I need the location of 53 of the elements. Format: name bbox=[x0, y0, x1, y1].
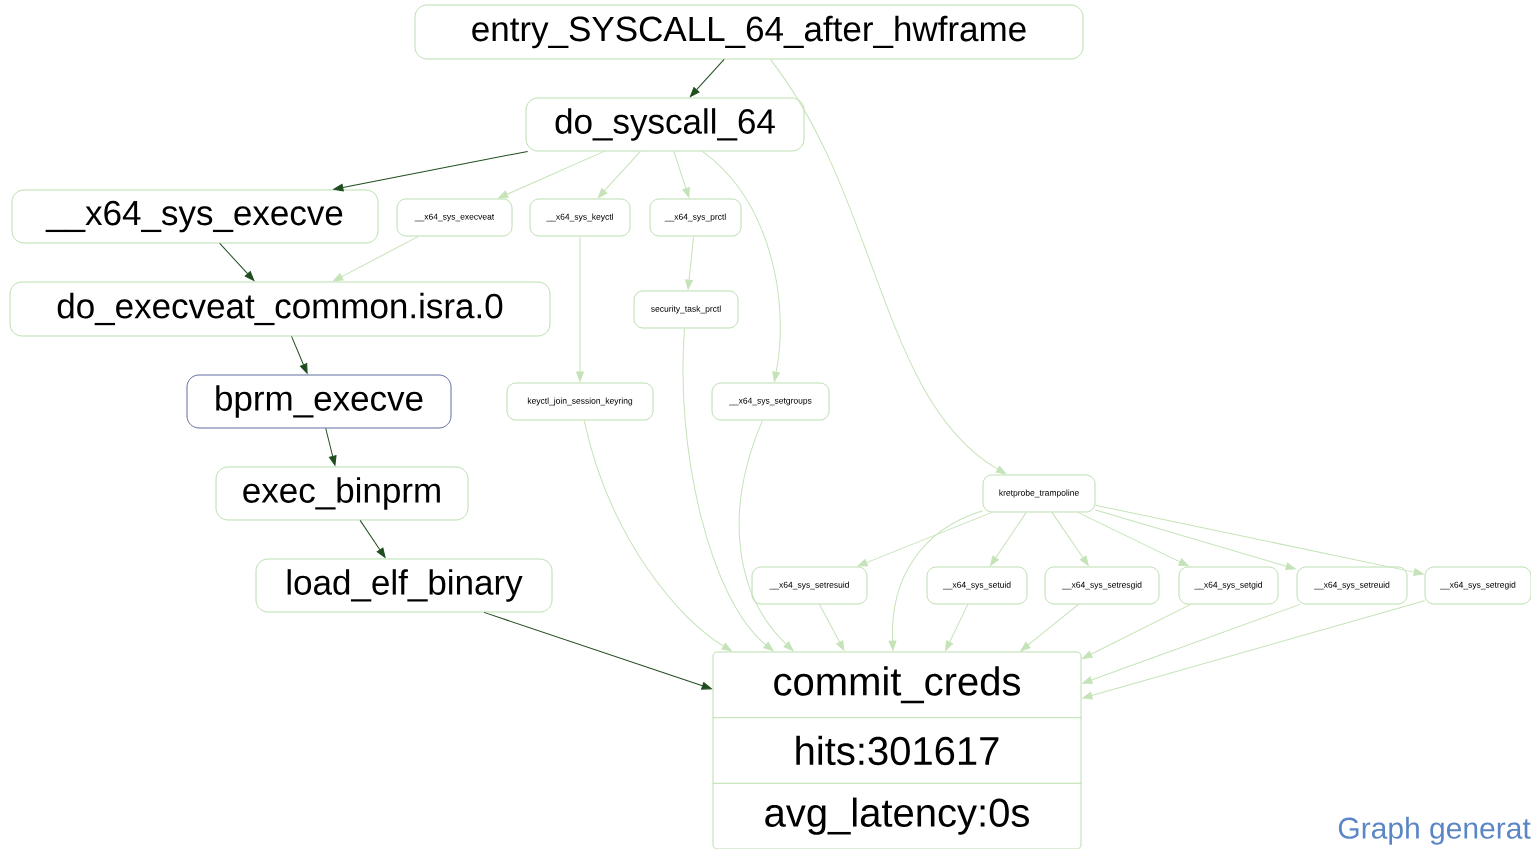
function-box: __x64_sys_prctl bbox=[649, 198, 742, 237]
arrow bbox=[1051, 511, 1089, 566]
arrow bbox=[701, 150, 781, 382]
arrow bbox=[682, 327, 774, 652]
arrow bbox=[857, 511, 993, 567]
function-box: security_task_prctl bbox=[633, 290, 739, 329]
arrow bbox=[583, 419, 732, 652]
arrow bbox=[738, 419, 794, 652]
function-box: __x64_sys_execveat bbox=[396, 198, 513, 237]
function-box: __x64_sys_setgroups bbox=[711, 382, 830, 421]
caption-text: Graph generat bbox=[1338, 816, 1531, 845]
function-box: kretprobe_trampoline bbox=[982, 474, 1096, 513]
arrow bbox=[1082, 600, 1426, 700]
arrow bbox=[483, 611, 712, 690]
arrow bbox=[819, 603, 845, 651]
function-box: __x64_sys_setresuid bbox=[751, 566, 868, 605]
arrow bbox=[1094, 509, 1296, 571]
arrow bbox=[1094, 504, 1424, 576]
arrow bbox=[498, 150, 605, 199]
arrow bbox=[769, 58, 1007, 475]
function-box: __x64_sys_setgid bbox=[1178, 566, 1279, 605]
function-box: __x64_sys_setregid bbox=[1424, 566, 1531, 605]
function-box: exec_binprm bbox=[215, 466, 469, 521]
arrow bbox=[1082, 603, 1301, 684]
function-box: bprm_execve bbox=[186, 374, 452, 429]
function-box: __x64_sys_keyctl bbox=[529, 198, 631, 237]
arrow bbox=[291, 335, 308, 374]
function-box: do_execveat_common.isra.0 bbox=[9, 281, 551, 337]
function-box: keyctl_join_session_keyring bbox=[506, 382, 654, 421]
function-box: __x64_sys_setreuid bbox=[1296, 566, 1408, 605]
arrow bbox=[1020, 603, 1079, 652]
arrow bbox=[945, 603, 969, 651]
function-box: entry_SYSCALL_64_after_hwframe bbox=[414, 4, 1084, 60]
arrow bbox=[219, 242, 255, 281]
function-box: __x64_sys_setuid bbox=[926, 566, 1028, 605]
arrow bbox=[689, 58, 725, 97]
function-box: do_syscall_64 bbox=[525, 97, 805, 152]
function-box: __x64_sys_execve bbox=[11, 189, 379, 244]
arrow bbox=[597, 150, 641, 198]
arrow bbox=[1082, 603, 1192, 659]
arrow bbox=[333, 150, 529, 192]
function-box: load_elf_binary bbox=[255, 558, 553, 613]
arrow bbox=[325, 427, 337, 466]
arrow bbox=[673, 150, 690, 198]
arrow bbox=[359, 519, 386, 558]
arrow bbox=[888, 510, 984, 651]
record-box: commit_creds hits:301617 avg_latency:0s bbox=[712, 651, 1082, 849]
arrow bbox=[1077, 511, 1189, 567]
arrow bbox=[333, 235, 419, 282]
function-box: __x64_sys_setresgid bbox=[1044, 566, 1160, 605]
arrow bbox=[685, 235, 695, 290]
arrow bbox=[576, 235, 584, 382]
arrow bbox=[990, 511, 1027, 566]
